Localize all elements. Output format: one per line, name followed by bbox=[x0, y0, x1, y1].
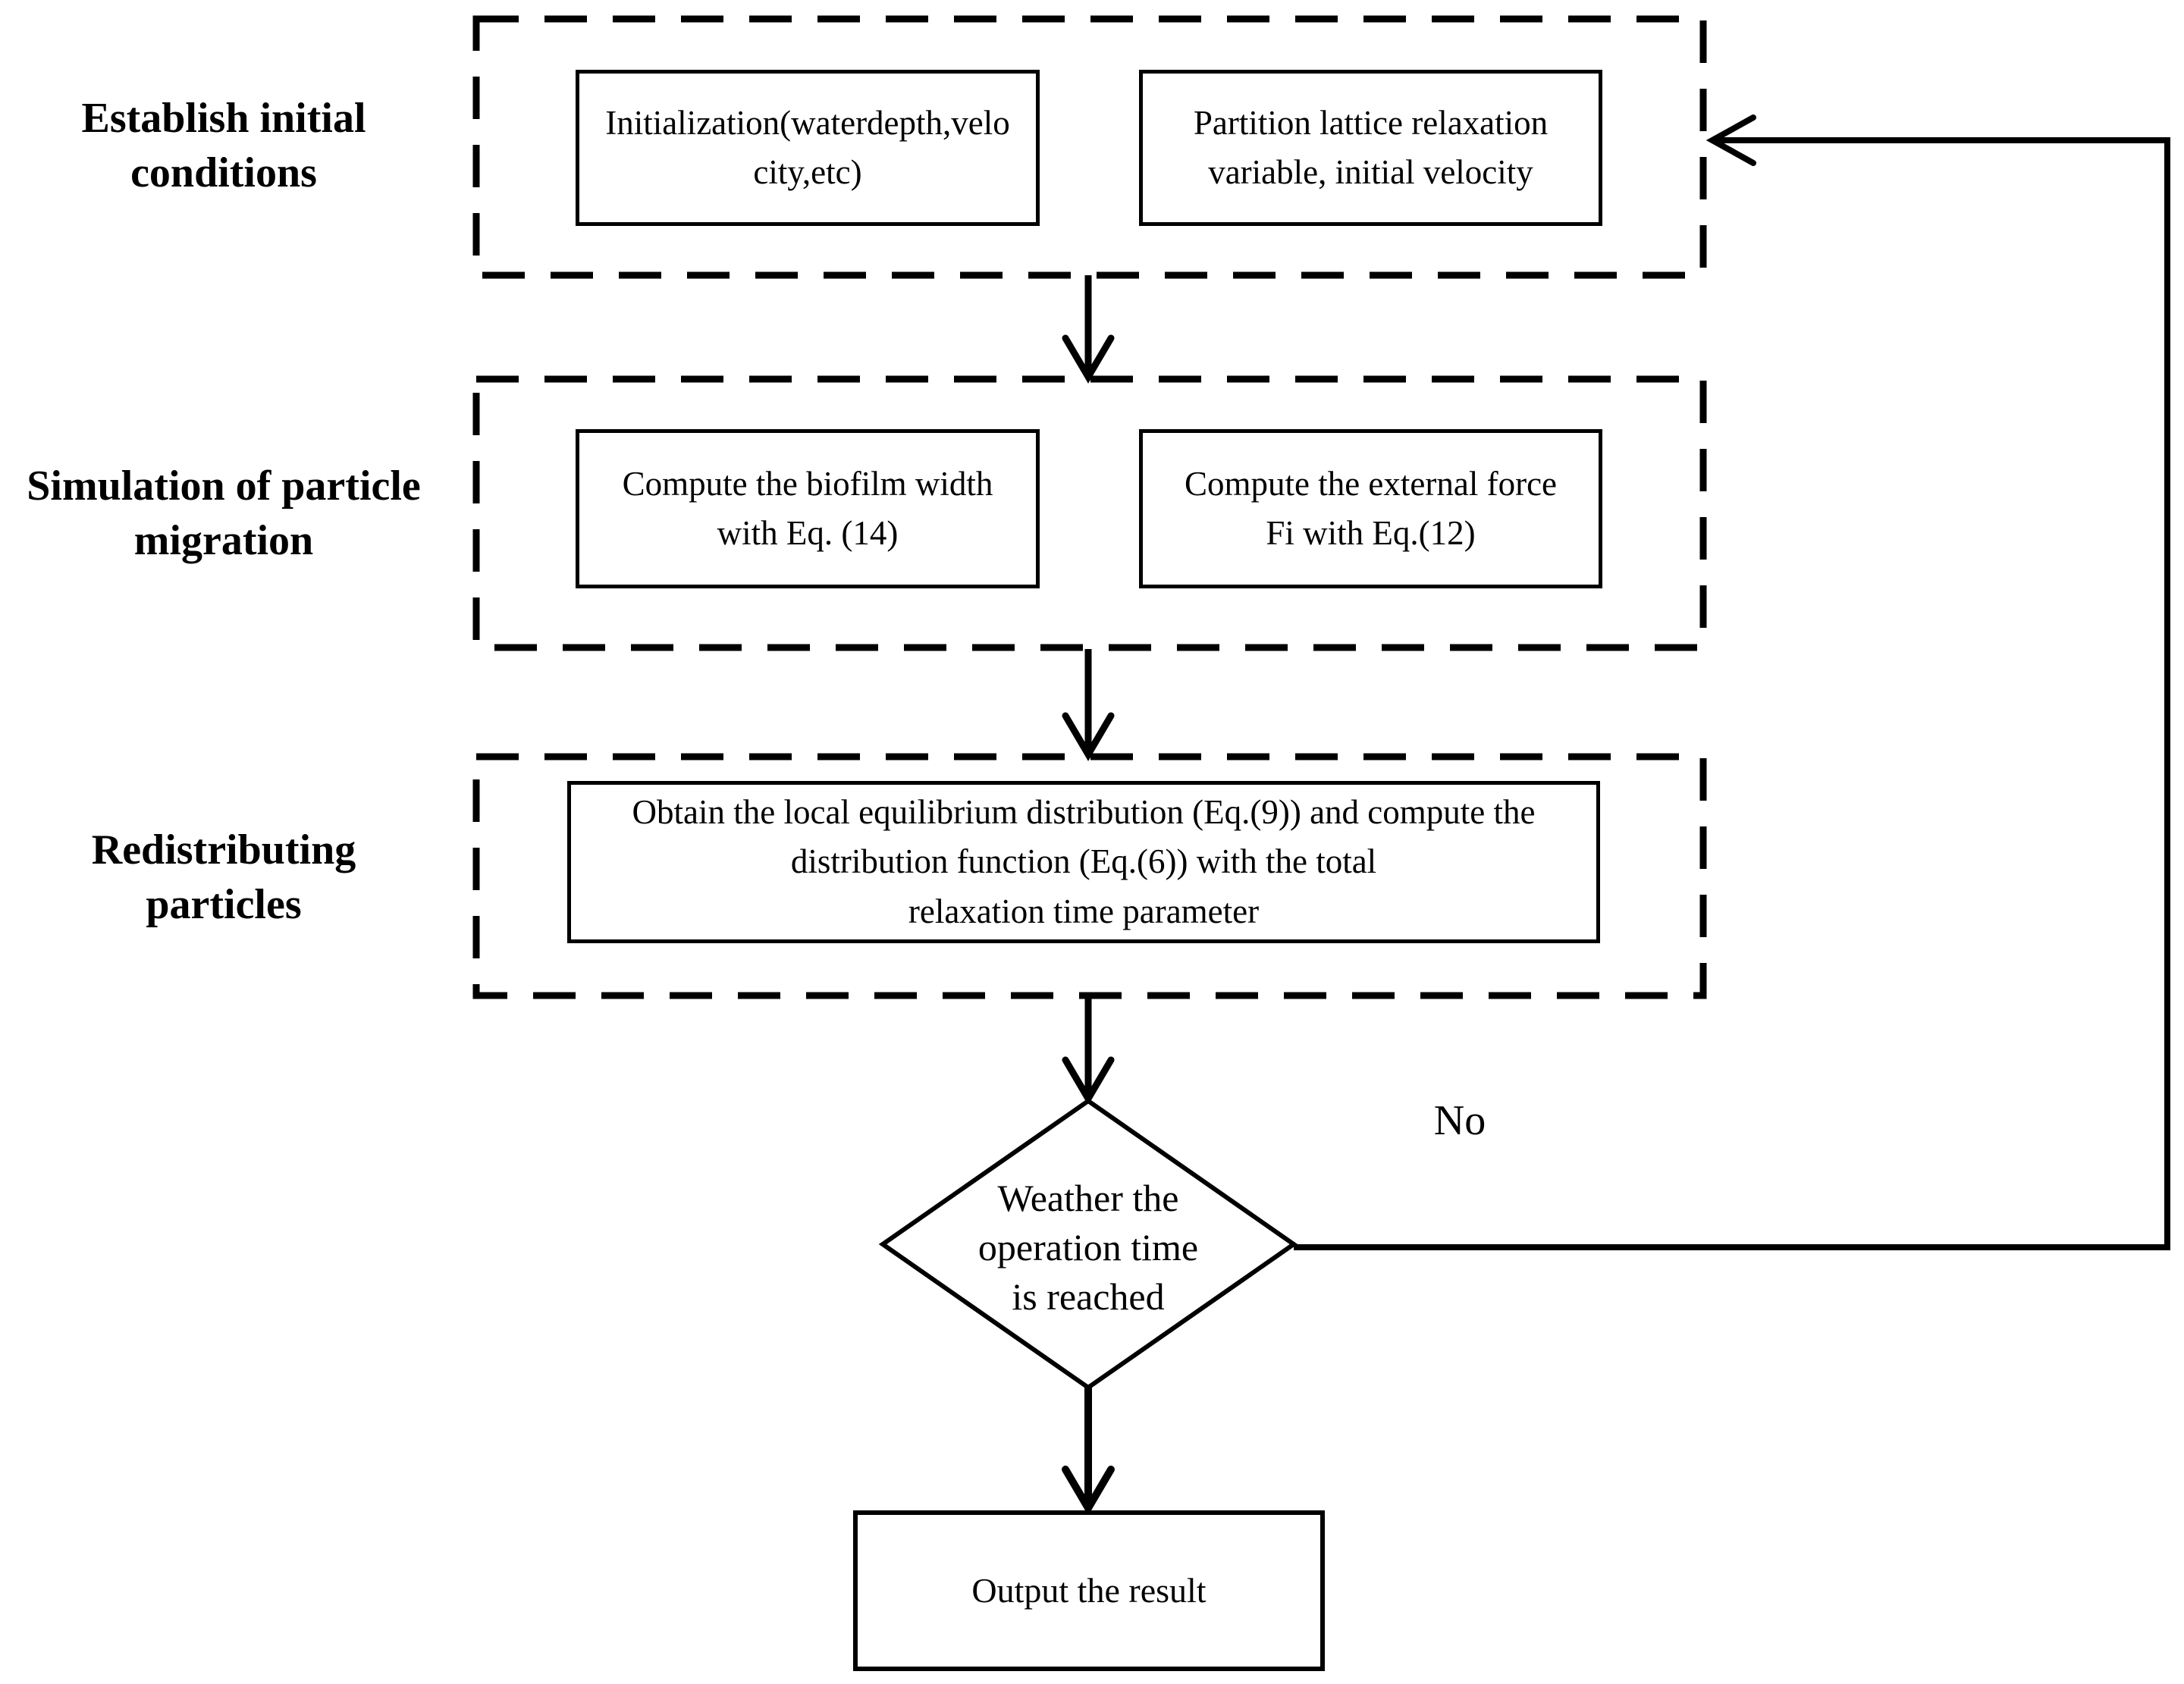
process-box-initialization: Initialization(waterdepth,velo city,etc) bbox=[576, 70, 1040, 226]
decision-diamond-text: Weather the operation time is reached bbox=[977, 1176, 1199, 1318]
arrowhead-simulation-to-redistributing bbox=[1062, 712, 1115, 761]
stage-label-simulation-of-particle-migration: Simulation of particle migration bbox=[27, 463, 421, 564]
feedback-loop-line bbox=[1294, 137, 2170, 1250]
process-box-compute-biofilm-width: Compute the biofilm width with Eq. (14) bbox=[576, 429, 1040, 588]
stage-label-redistributing-particles: Redistributing particles bbox=[91, 826, 356, 928]
arrowhead-establish-to-simulation bbox=[1062, 334, 1115, 384]
arrowhead-decision-to-output bbox=[1062, 1466, 1115, 1516]
process-box-partition-lattice-relaxation: Partition lattice relaxation variable, i… bbox=[1139, 70, 1602, 226]
process-box-compute-external-force: Compute the external force Fi with Eq.(1… bbox=[1139, 429, 1602, 588]
dashed-container-establish-initial bbox=[472, 15, 1707, 279]
edge-label-no: No bbox=[1433, 1097, 1486, 1144]
arrowhead-feedback-into-establish bbox=[1705, 114, 1756, 166]
process-box-local-equilibrium-distribution: Obtain the local equilibrium distributio… bbox=[567, 781, 1600, 943]
stage-label-establish-initial-conditions: Establish initial conditions bbox=[81, 95, 366, 196]
terminal-box-output-result: Output the result bbox=[853, 1510, 1325, 1671]
dashed-container-redistributing-particles bbox=[472, 753, 1707, 999]
